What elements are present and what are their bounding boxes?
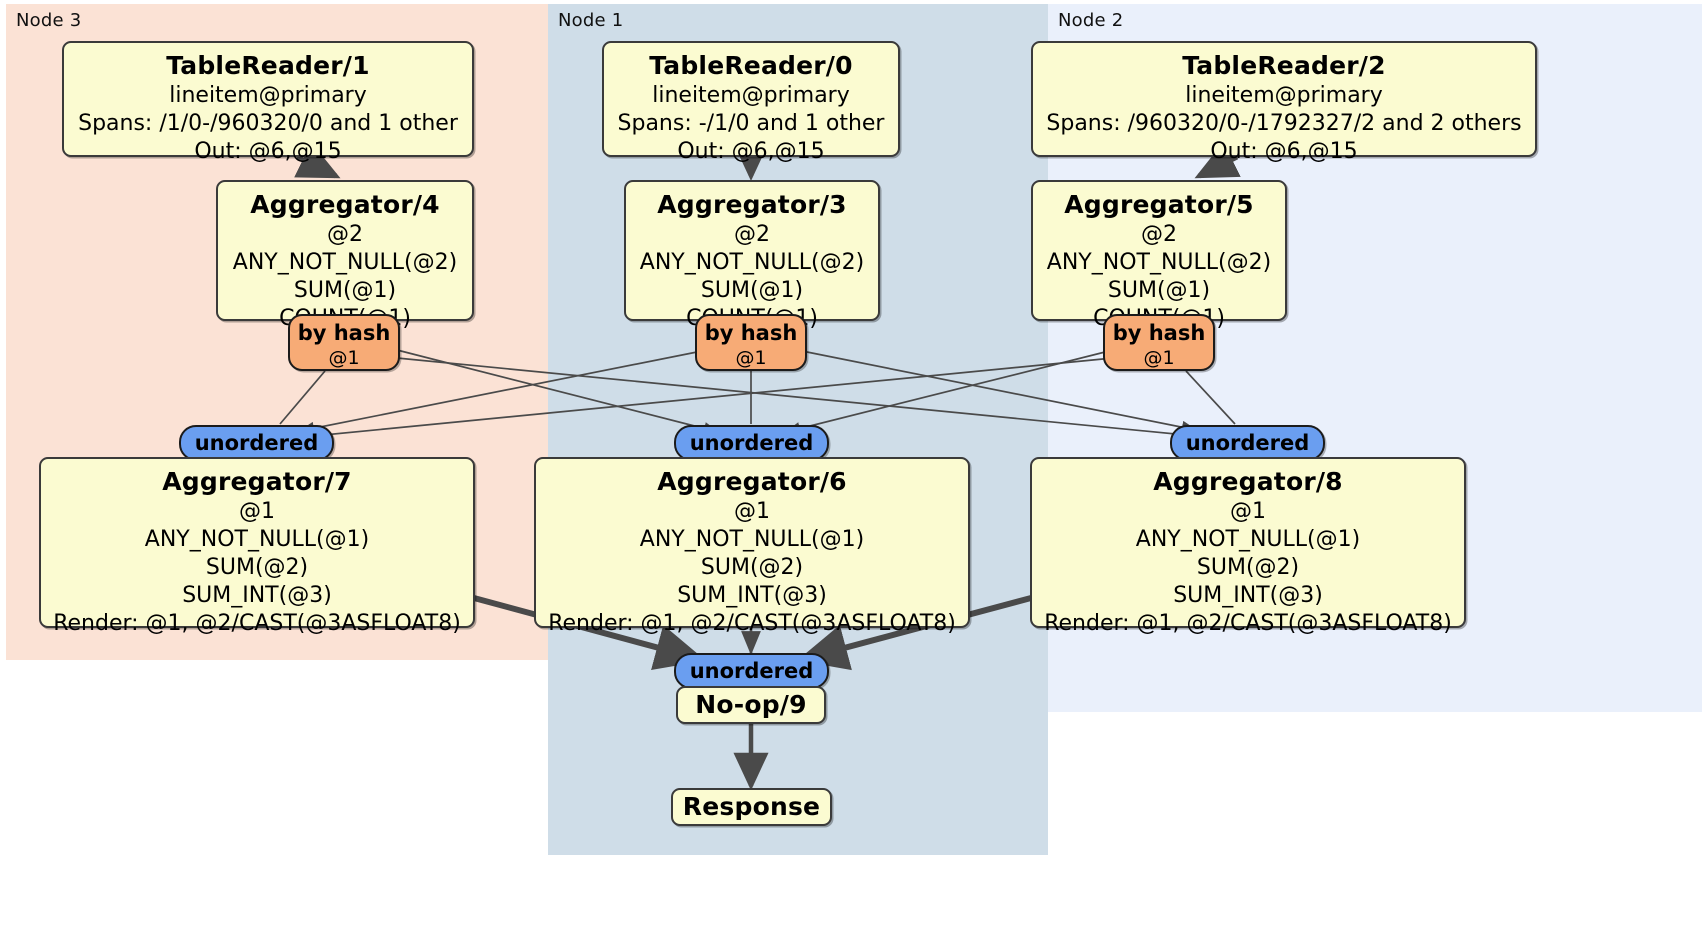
processor-tablereader-0[interactable]: TableReader/0 lineitem@primary Spans: -/…	[602, 41, 900, 164]
processor-title: TableReader/2	[1182, 51, 1386, 80]
router-by-hash-aggregator3[interactable]: by hash @1	[695, 314, 807, 371]
processor-aggregator-6[interactable]: Aggregator/6 @1 ANY_NOT_NULL(@1) SUM(@2)…	[534, 457, 970, 636]
processor-title: No-op/9	[695, 690, 807, 719]
processor-title: Aggregator/7	[162, 467, 352, 496]
region-node-1-label: Node 1	[558, 10, 624, 31]
processor-detail-groupcols: @1	[239, 499, 275, 524]
processor-detail-render: Render: @1, @2/CAST(@3ASFLOAT8)	[1044, 611, 1452, 636]
processor-detail-agg3: SUM_INT(@3)	[182, 583, 332, 608]
processor-detail-agg2: SUM(@1)	[293, 278, 397, 303]
processor-detail-agg2: SUM(@1)	[700, 278, 804, 303]
router-label: by hash	[704, 321, 798, 345]
router-by-hash-aggregator4[interactable]: by hash @1	[288, 314, 400, 371]
processor-tablereader-1[interactable]: TableReader/1 lineitem@primary Spans: /1…	[62, 41, 474, 164]
processor-aggregator-3[interactable]: Aggregator/3 @2 ANY_NOT_NULL(@2) SUM(@1)…	[624, 180, 880, 331]
router-label: by hash	[297, 321, 391, 345]
processor-response[interactable]: Response	[671, 788, 832, 826]
processor-title: Aggregator/8	[1153, 467, 1343, 496]
processor-title: Aggregator/5	[1064, 190, 1254, 219]
processor-detail-table: lineitem@primary	[169, 83, 367, 108]
processor-noop-9[interactable]: No-op/9	[676, 686, 826, 724]
processor-detail-render: Render: @1, @2/CAST(@3ASFLOAT8)	[53, 611, 461, 636]
processor-detail-out: Out: @6,@15	[194, 139, 342, 164]
processor-detail-out: Out: @6,@15	[1210, 139, 1358, 164]
processor-detail-spans: Spans: -/1/0 and 1 other	[617, 111, 885, 136]
processor-detail-agg1: ANY_NOT_NULL(@2)	[639, 250, 865, 275]
processor-detail-groupcols: @2	[327, 222, 363, 247]
processor-detail-groupcols: @1	[734, 499, 770, 524]
processor-detail-agg2: SUM(@2)	[700, 555, 804, 580]
processor-detail-agg1: ANY_NOT_NULL(@2)	[232, 250, 458, 275]
region-node-3-label: Node 3	[16, 10, 82, 31]
synchronizer-label: unordered	[689, 659, 814, 683]
processor-detail-agg1: ANY_NOT_NULL(@1)	[1135, 527, 1361, 552]
processor-detail-groupcols: @2	[1141, 222, 1177, 247]
processor-detail-agg2: SUM(@1)	[1107, 278, 1211, 303]
processor-detail-agg3: SUM_INT(@3)	[1173, 583, 1323, 608]
synchronizer-label: unordered	[194, 431, 319, 455]
processor-aggregator-4[interactable]: Aggregator/4 @2 ANY_NOT_NULL(@2) SUM(@1)…	[216, 180, 474, 331]
processor-detail-agg2: SUM(@2)	[1196, 555, 1300, 580]
processor-title: Aggregator/3	[657, 190, 847, 219]
processor-detail-agg1: ANY_NOT_NULL(@1)	[144, 527, 370, 552]
processor-detail-groupcols: @1	[1230, 499, 1266, 524]
router-columns: @1	[328, 347, 360, 369]
synchronizer-unordered-aggregator8[interactable]: unordered	[1170, 425, 1325, 461]
processor-detail-render: Render: @1, @2/CAST(@3ASFLOAT8)	[548, 611, 956, 636]
synchronizer-label: unordered	[1185, 431, 1310, 455]
processor-detail-agg1: ANY_NOT_NULL(@1)	[639, 527, 865, 552]
synchronizer-unordered-aggregator6[interactable]: unordered	[674, 425, 829, 461]
processor-title: TableReader/1	[166, 51, 370, 80]
synchronizer-unordered-aggregator7[interactable]: unordered	[179, 425, 334, 461]
processor-detail-agg1: ANY_NOT_NULL(@2)	[1046, 250, 1272, 275]
processor-aggregator-7[interactable]: Aggregator/7 @1 ANY_NOT_NULL(@1) SUM(@2)…	[39, 457, 475, 636]
router-columns: @1	[1143, 347, 1175, 369]
processor-tablereader-2[interactable]: TableReader/2 lineitem@primary Spans: /9…	[1031, 41, 1537, 164]
router-by-hash-aggregator5[interactable]: by hash @1	[1103, 314, 1215, 371]
processor-detail-table: lineitem@primary	[652, 83, 850, 108]
router-label: by hash	[1112, 321, 1206, 345]
processor-detail-table: lineitem@primary	[1185, 83, 1383, 108]
processor-title: TableReader/0	[649, 51, 853, 80]
processor-aggregator-5[interactable]: Aggregator/5 @2 ANY_NOT_NULL(@2) SUM(@1)…	[1031, 180, 1287, 331]
processor-detail-out: Out: @6,@15	[677, 139, 825, 164]
processor-title: Aggregator/6	[657, 467, 847, 496]
router-columns: @1	[735, 347, 767, 369]
processor-aggregator-8[interactable]: Aggregator/8 @1 ANY_NOT_NULL(@1) SUM(@2)…	[1030, 457, 1466, 636]
processor-title: Response	[682, 792, 821, 821]
processor-detail-groupcols: @2	[734, 222, 770, 247]
synchronizer-unordered-noop9[interactable]: unordered	[674, 653, 829, 689]
synchronizer-label: unordered	[689, 431, 814, 455]
processor-detail-spans: Spans: /960320/0-/1792327/2 and 2 others	[1046, 111, 1522, 136]
processor-detail-spans: Spans: /1/0-/960320/0 and 1 other	[78, 111, 458, 136]
region-node-2-label: Node 2	[1058, 10, 1124, 31]
processor-detail-agg3: SUM_INT(@3)	[677, 583, 827, 608]
processor-detail-agg2: SUM(@2)	[205, 555, 309, 580]
processor-title: Aggregator/4	[250, 190, 440, 219]
